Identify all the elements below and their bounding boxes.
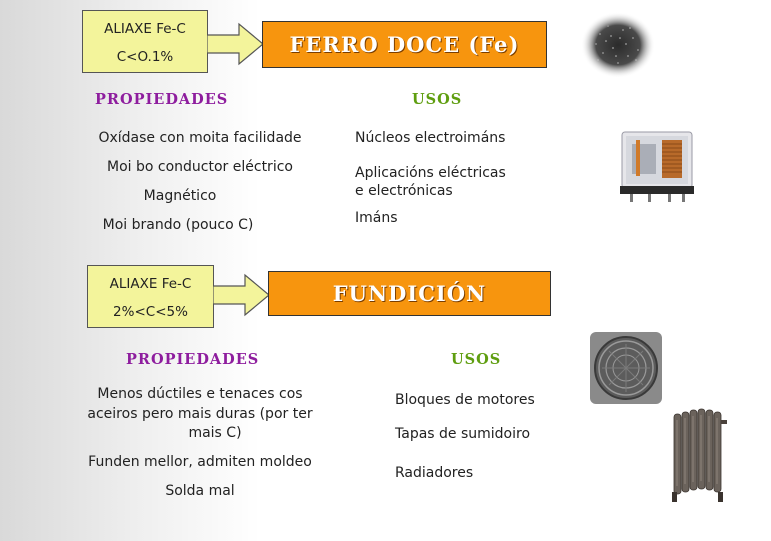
- iron-powder-image: [581, 12, 655, 78]
- alloy-label: ALIAXE Fe-C: [109, 276, 192, 292]
- usos-header: USOS: [412, 91, 463, 108]
- alloy-carbon-range: 2%<C<5%: [113, 304, 188, 320]
- propiedades-header: PROPIEDADES: [126, 351, 260, 368]
- manhole-cover-image: [590, 332, 662, 404]
- propiedade-item: aceiros pero mais duras (por ter: [87, 406, 313, 422]
- propiedade-item: Funden mellor, admiten moldeo: [88, 454, 312, 470]
- title-ferro-doce: FERRO DOCE (Fe): [262, 21, 547, 68]
- uso-item: Tapas de sumidoiro: [395, 426, 531, 442]
- alloy-carbon-range: C<O.1%: [116, 49, 174, 65]
- uso-item: e electrónicas: [355, 183, 453, 199]
- relay-image: [620, 131, 694, 202]
- uso-item: Aplicacións eléctricas: [355, 165, 506, 181]
- alloy-label: ALIAXE Fe-C: [104, 21, 186, 37]
- arrow-icon: [207, 22, 264, 66]
- propiedade-item: Magnético: [143, 188, 217, 204]
- propiedade-item: mais C): [188, 425, 242, 441]
- propiedade-item: Solda mal: [165, 483, 235, 499]
- alloy-box-ferro-doce: ALIAXE Fe-C C<O.1%: [82, 10, 208, 73]
- uso-item: Bloques de motores: [395, 392, 535, 408]
- propiedade-item: Menos dúctiles e tenaces cos: [97, 386, 303, 402]
- uso-item: Núcleos electroimáns: [355, 130, 506, 146]
- title-text: FUNDICIÓN: [332, 281, 487, 306]
- title-text: FERRO DOCE (Fe): [289, 32, 520, 57]
- propiedade-item: Moi bo conductor eléctrico: [107, 159, 293, 175]
- propiedades-header: PROPIEDADES: [95, 91, 229, 108]
- uso-item: Imáns: [355, 210, 398, 226]
- propiedade-item: Moi brando (pouco C): [102, 217, 254, 233]
- propiedade-item: Oxídase con moita facilidade: [98, 130, 302, 146]
- arrow-icon: [213, 273, 270, 317]
- title-fundicion: FUNDICIÓN: [268, 271, 551, 316]
- usos-header: USOS: [451, 351, 502, 368]
- radiator-image: [672, 408, 727, 502]
- alloy-box-fundicion: ALIAXE Fe-C 2%<C<5%: [87, 265, 214, 328]
- uso-item: Radiadores: [395, 465, 474, 481]
